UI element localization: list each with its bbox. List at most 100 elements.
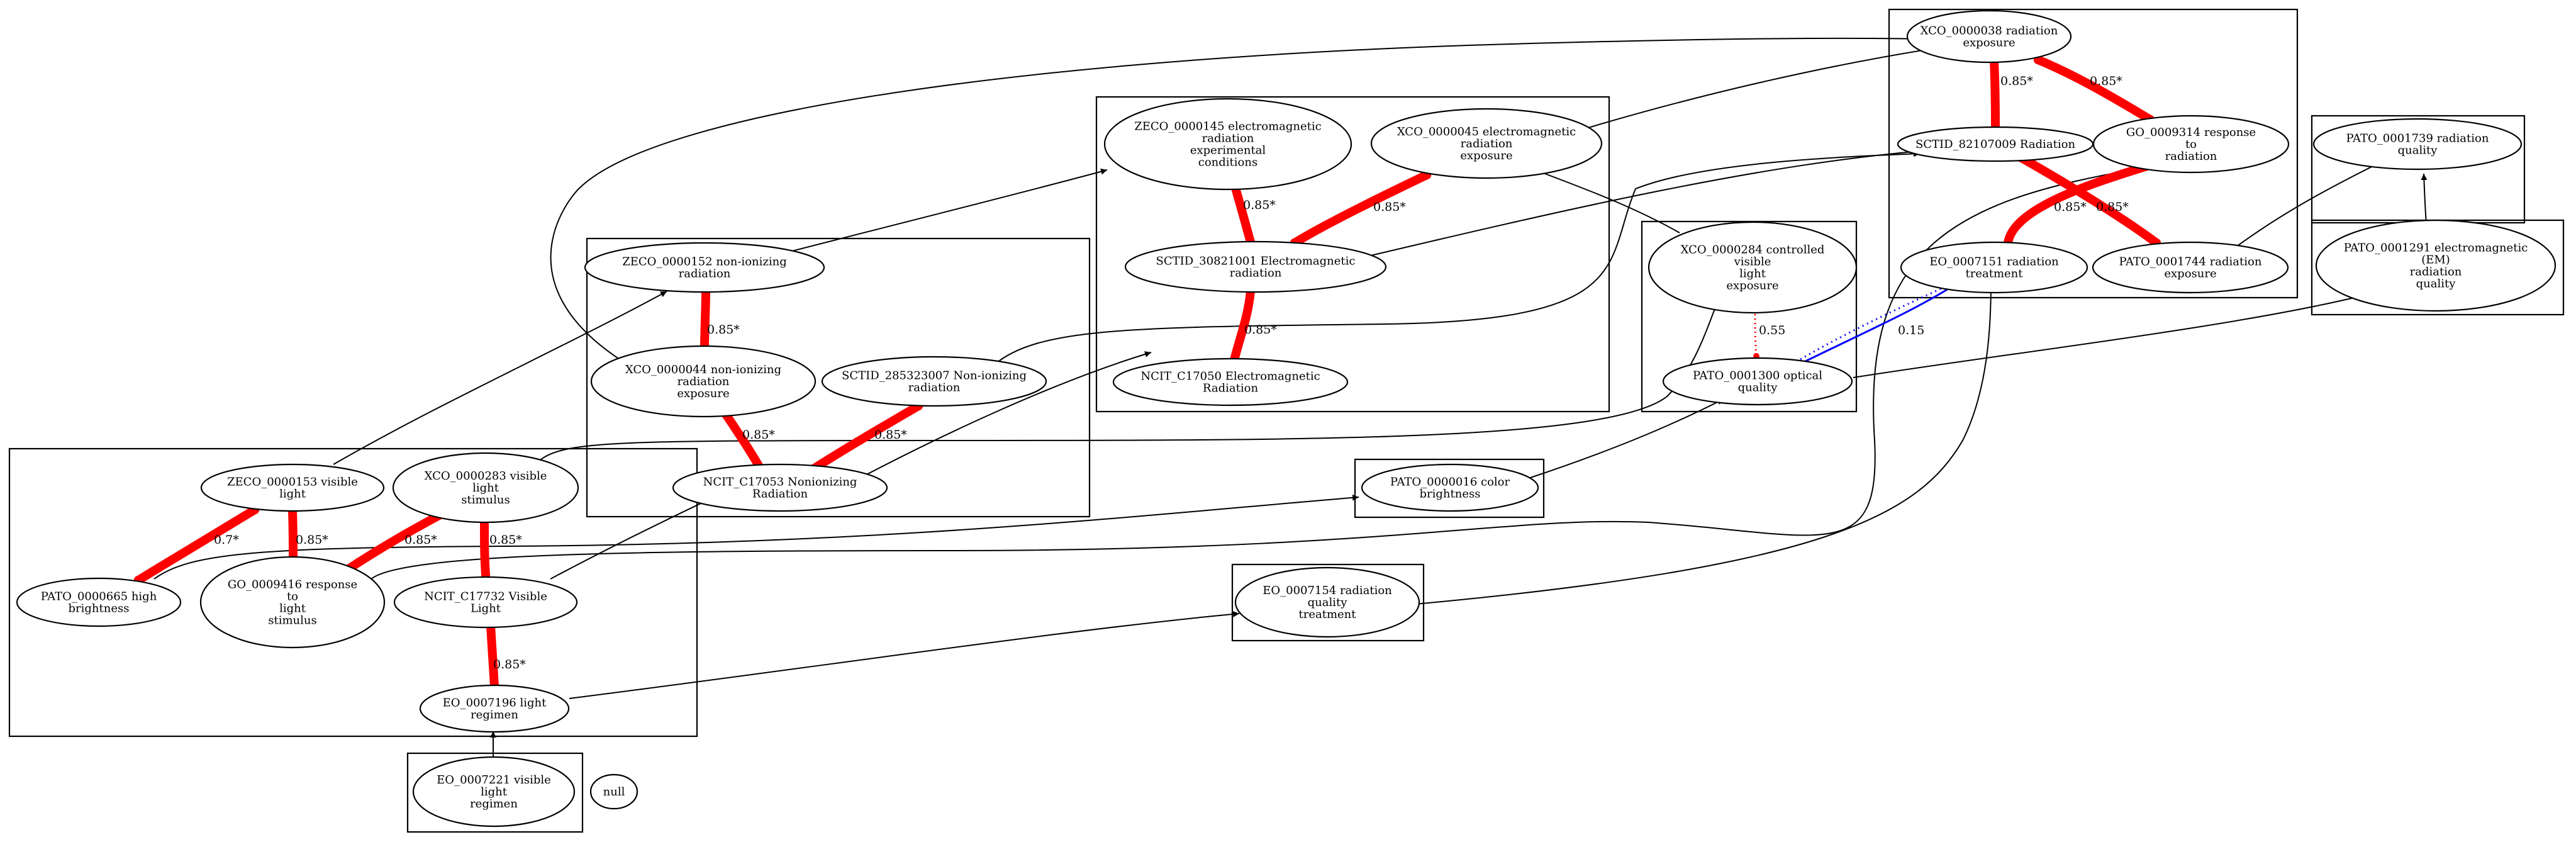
edge-red-go9314-eo7151 xyxy=(2003,162,2150,248)
node-null[interactable]: null xyxy=(589,773,638,810)
node-label-line: PATO_0000665 high xyxy=(41,590,157,603)
label-pato1300-eo7151: 0.15 xyxy=(1898,323,1924,337)
node-label-line: quality xyxy=(1738,381,1778,395)
cluster-color-brightness xyxy=(1354,458,1545,519)
node-label-line: exposure xyxy=(1460,149,1512,162)
edge-red-xco283-ncit17732 xyxy=(479,517,491,580)
node-label-line: radiation xyxy=(679,267,731,281)
node-label-line: light xyxy=(279,488,306,501)
label-ncit17732-eo7196: 0.85* xyxy=(493,658,526,671)
edge-blue-dotted-pato1300-eo7151 xyxy=(1795,283,1951,363)
node-label-line: ZECO_0000152 non-ionizing xyxy=(622,255,786,269)
edge-red-sctid30821001-ncit17050 xyxy=(1229,286,1256,365)
node-label-line: experimental xyxy=(1190,144,1266,157)
node-label-line: XCO_0000044 non-ionizing xyxy=(625,363,781,376)
node-label-line: light xyxy=(481,785,508,799)
edge-red-xco44-ncit17053 xyxy=(722,410,766,475)
node-label-line: radiation xyxy=(1461,137,1513,150)
node-label-line: quality xyxy=(2416,278,2456,291)
label-xco283-go9416: 0.85* xyxy=(404,533,437,547)
node-label-line: conditions xyxy=(1198,156,1257,169)
edge-eo7196-eo7154 xyxy=(569,610,1240,699)
node-pato1291[interactable]: PATO_0001291 electromagnetic(EM)radiatio… xyxy=(2315,219,2556,312)
node-label-line: SCTID_82107009 Radiation xyxy=(1915,138,2076,151)
cluster-electromagnetic xyxy=(1095,96,1610,413)
label-zeco153-pato665: 0.7* xyxy=(214,533,239,547)
node-label-line: quality xyxy=(2398,144,2438,157)
edge-red-xco38-sctid xyxy=(1989,57,2000,133)
edge-pato1291-pato1739 xyxy=(2421,173,2428,224)
edge-red-ncit17732-eo7196 xyxy=(486,621,499,691)
node-label-line: light xyxy=(279,602,306,615)
node-label-line: brightness xyxy=(1420,488,1481,501)
node-label-line: radiation xyxy=(908,381,961,395)
edge-pato16-pato1300 xyxy=(1528,398,1724,479)
cluster-visible-light xyxy=(8,447,698,738)
label-zeco152-xco44: 0.85* xyxy=(707,323,740,337)
node-label-line: EO_0007151 radiation xyxy=(1929,255,2059,269)
edge-zeco152-zeco145 xyxy=(789,168,1108,252)
node-sctid82107009[interactable]: SCTID_82107009 Radiation xyxy=(1897,126,2094,162)
node-label-line: Radiation xyxy=(1203,382,1259,395)
node-label-line: PATO_0001300 optical xyxy=(1693,369,1822,383)
edge-labels: 0.85* 0.85* 0.85* 0.85* 0.85* 0.85* 0.85… xyxy=(214,74,2129,671)
node-label-line: NCIT_C17050 Electromagnetic xyxy=(1140,370,1320,383)
edge-zeco153-zeco152 xyxy=(333,291,667,465)
node-label-line: radiation xyxy=(1230,267,1282,280)
node-label: SCTID_82107009 Radiation xyxy=(1915,138,2076,151)
node-label: PATO_0001291 electromagnetic(EM)radiatio… xyxy=(2344,242,2528,291)
edge-red-xco45-sctid30821001 xyxy=(1290,170,1432,248)
node-label-line: EO_0007154 radiation xyxy=(1263,584,1392,597)
label-xco38-sctid: 0.85* xyxy=(2000,74,2033,88)
label-sctid-pato1744: 0.85* xyxy=(2096,200,2129,214)
node-label-line: XCO_0000284 controlled xyxy=(1681,244,1825,257)
node-label-line: PATO_0001291 electromagnetic xyxy=(2344,242,2528,255)
node-label-line: light xyxy=(472,481,499,495)
node-label-line: GO_0009314 response xyxy=(2126,126,2256,139)
label-zeco145-sctid30821001: 0.85* xyxy=(1243,198,1276,212)
node-label-line: NCIT_C17053 Nonionizing xyxy=(703,476,857,489)
node-label-line: radiation xyxy=(677,375,730,388)
cluster-radiation-quality-treatment xyxy=(1231,563,1425,642)
node-label-line: EO_0007196 light xyxy=(443,697,547,710)
edge-red-xco38-go9314 xyxy=(2033,55,2155,125)
edge-red-zeco145-sctid30821001 xyxy=(1229,179,1256,247)
node-label-line: light xyxy=(1739,267,1766,281)
node-label-line: exposure xyxy=(2164,267,2216,281)
node-label-line: brightness xyxy=(69,602,130,615)
